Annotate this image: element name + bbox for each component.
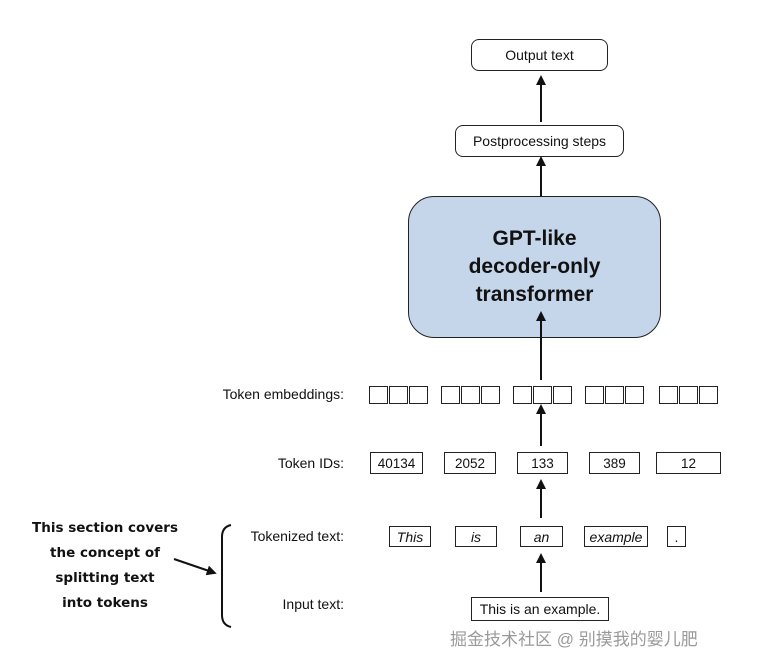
token-box: . <box>667 526 686 547</box>
note-line-4: into tokens <box>62 595 148 611</box>
transformer-line-2: decoder-only <box>468 255 601 278</box>
transformer-line-3: transformer <box>475 283 594 306</box>
embedding-cell <box>605 386 624 404</box>
embedding-cell <box>389 386 408 404</box>
section-bracket <box>221 524 232 628</box>
token-box: an <box>520 526 563 547</box>
embedding-cell <box>553 386 572 404</box>
token-id-box: 133 <box>517 452 568 474</box>
embedding-cell <box>679 386 698 404</box>
tokenized-text-label: Tokenized text: <box>250 528 344 544</box>
embedding-cell <box>625 386 644 404</box>
token-id: 389 <box>603 455 626 471</box>
arrow-note-to-bracket <box>173 558 217 576</box>
input-text-label: Input text: <box>282 596 344 612</box>
token-id-box: 389 <box>589 452 640 474</box>
embedding-cell <box>481 386 500 404</box>
token-box: example <box>584 526 648 547</box>
watermark: 掘金技术社区 @ 别摸我的婴儿肥 <box>450 630 698 649</box>
note-line-2: the concept of <box>50 545 160 561</box>
token-embeddings-label: Token embeddings: <box>222 386 344 402</box>
note-line-1: This section covers <box>32 520 178 536</box>
embedding-cell <box>585 386 604 404</box>
embedding-vector <box>441 386 501 404</box>
embedding-cell <box>533 386 552 404</box>
token-text: an <box>533 528 550 545</box>
token-text: is <box>470 528 482 545</box>
embedding-cell <box>659 386 678 404</box>
embedding-vector <box>659 386 719 404</box>
embedding-vector <box>585 386 645 404</box>
gpt-transformer-block: GPT-like decoder-only transformer <box>408 196 661 338</box>
section-note: This section covers the concept of split… <box>30 516 180 616</box>
embedding-vector <box>513 386 573 404</box>
embedding-cell <box>409 386 428 404</box>
token-id-box: 12 <box>656 452 721 474</box>
embedding-cell <box>441 386 460 404</box>
input-text: This is an example. <box>479 601 601 617</box>
embedding-cell <box>699 386 718 404</box>
token-id-box: 40134 <box>370 452 423 474</box>
token-id: 12 <box>680 455 697 471</box>
token-text: example <box>589 528 643 545</box>
output-text-label: Output text <box>505 47 574 63</box>
token-text: . <box>674 528 679 545</box>
token-box: This <box>389 526 431 547</box>
embedding-vector <box>369 386 429 404</box>
token-id: 40134 <box>377 455 416 471</box>
postprocessing-label: Postprocessing steps <box>472 133 607 149</box>
token-box: is <box>455 526 497 547</box>
input-text-box: This is an example. <box>471 597 609 621</box>
token-id: 133 <box>531 455 554 471</box>
embedding-cell <box>461 386 480 404</box>
token-ids-label: Token IDs: <box>277 455 344 471</box>
transformer-line-1: GPT-like <box>492 227 577 250</box>
token-id-box: 2052 <box>444 452 496 474</box>
embedding-cell <box>369 386 388 404</box>
note-line-3: splitting text <box>55 570 155 586</box>
embedding-cell <box>513 386 532 404</box>
token-text: This <box>396 528 424 545</box>
output-text-box: Output text <box>471 39 608 71</box>
token-id: 2052 <box>454 455 486 471</box>
